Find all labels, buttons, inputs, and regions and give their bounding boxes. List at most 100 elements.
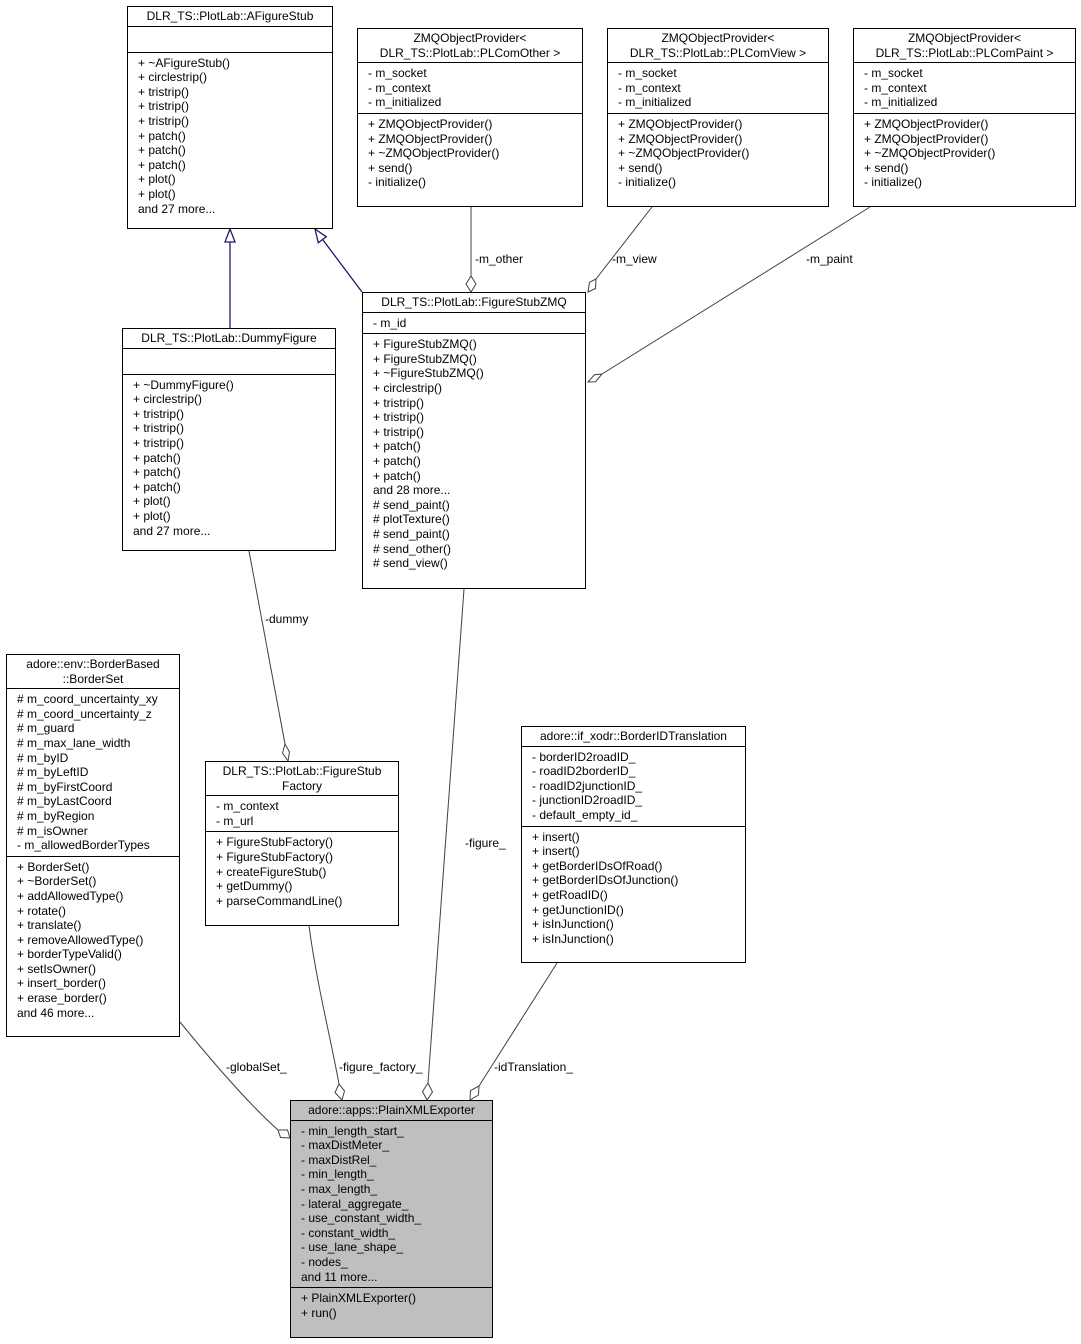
edge-label-globalset: -globalSet_	[226, 1060, 287, 1074]
class-title-line: DLR_TS::PlotLab::PLComPaint >	[875, 45, 1054, 60]
class-attribute: - m_context	[618, 80, 681, 95]
class-attribute: - maxDistRel_	[301, 1152, 377, 1167]
class-method: + removeAllowedType()	[17, 932, 144, 947]
class-attributes: - m_id	[363, 313, 585, 335]
class-title-line: ZMQObjectProvider<	[907, 31, 1022, 45]
class-attributes: - m_socket- m_context- m_initialized	[608, 63, 828, 114]
class-attribute: # m_coord_uncertainty_xy	[17, 692, 158, 707]
class-method: + patch()	[373, 439, 421, 454]
class-method: + tristrip()	[373, 395, 424, 410]
class-plainxmlexporter[interactable]: adore::apps::PlainXMLExporter- min_lengt…	[290, 1100, 493, 1338]
class-method: + patch()	[373, 453, 421, 468]
class-attribute: - nodes_	[301, 1254, 348, 1269]
inheritance-dummyfigure-afigurestub	[224, 227, 236, 328]
class-method: + tristrip()	[138, 113, 189, 128]
class-method: + circlestrip()	[373, 380, 443, 395]
class-method: + run()	[301, 1305, 337, 1320]
class-method: + plot()	[138, 186, 176, 201]
class-method: + parseCommandLine()	[216, 893, 343, 908]
class-attribute: - default_empty_id_	[532, 807, 638, 822]
class-method: + patch()	[133, 479, 181, 494]
class-attribute: - m_socket	[618, 66, 677, 81]
class-attributes: - m_context- m_url	[206, 796, 398, 833]
class-method: + tristrip()	[133, 406, 184, 421]
class-method: + ~FigureStubZMQ()	[373, 366, 484, 381]
class-title-line: ZMQObjectProvider<	[661, 31, 775, 45]
class-method: + tristrip()	[133, 421, 184, 436]
class-borderset[interactable]: adore::env::BorderBased::BorderSet# m_co…	[6, 654, 180, 1037]
class-zmq-object-provider-plcomother[interactable]: ZMQObjectProvider<DLR_TS::PlotLab::PLCom…	[357, 28, 583, 207]
class-attribute: - junctionID2roadID_	[532, 793, 643, 808]
class-title-line: DLR_TS::PlotLab::PLComOther >	[379, 45, 561, 60]
class-method: + FigureStubFactory()	[216, 835, 334, 850]
class-methods: + insert()+ insert()+ getBorderIDsOfRoad…	[522, 827, 745, 950]
class-attribute: - use_constant_width_	[301, 1211, 422, 1226]
edge-label-m-other: -m_other	[475, 252, 524, 266]
class-attribute: - maxDistMeter_	[301, 1138, 390, 1153]
class-title-line: ::BorderSet	[62, 671, 124, 686]
edge-label-idtranslation: -idTranslation_	[494, 1060, 573, 1074]
class-title-line: Factory	[281, 778, 322, 793]
class-afigurestub[interactable]: DLR_TS::PlotLab::AFigureStub+ ~AFigureSt…	[127, 6, 333, 229]
class-attribute: - m_socket	[864, 66, 923, 81]
association-m-paint	[586, 206, 871, 383]
class-method: + tristrip()	[138, 99, 189, 114]
class-method: + PlainXMLExporter()	[301, 1291, 417, 1306]
class-attribute: - min_length_	[301, 1167, 374, 1182]
class-attribute: - constant_width_	[301, 1225, 396, 1240]
class-method: + plot()	[138, 172, 176, 187]
class-method: + send()	[864, 160, 909, 175]
class-method: + getJunctionID()	[532, 902, 624, 917]
class-method: + send()	[618, 160, 663, 175]
class-attribute: # m_byLeftID	[17, 765, 89, 780]
class-dummyfigure[interactable]: DLR_TS::PlotLab::DummyFigure+ ~DummyFigu…	[122, 328, 336, 551]
class-method: + borderTypeValid()	[17, 947, 122, 962]
class-title: DLR_TS::PlotLab::DummyFigure	[123, 329, 335, 349]
class-attributes: - m_socket- m_context- m_initialized	[358, 63, 582, 114]
class-attribute: # m_guard	[17, 721, 75, 736]
class-attribute: - m_context	[368, 80, 431, 95]
class-method: + FigureStubZMQ()	[373, 351, 477, 366]
class-method: + isInJunction()	[532, 917, 614, 932]
class-methods: + ~AFigureStub()+ circlestrip()+ tristri…	[128, 53, 332, 220]
class-attribute: - m_url	[216, 813, 254, 828]
class-method: + FigureStubZMQ()	[373, 337, 477, 352]
class-zmq-object-provider-plcompaint[interactable]: ZMQObjectProvider<DLR_TS::PlotLab::PLCom…	[853, 28, 1076, 207]
association-globalset	[179, 1021, 291, 1139]
class-method: - initialize()	[368, 175, 427, 190]
association-figure-factory	[308, 925, 346, 1101]
class-method: and 27 more...	[133, 523, 211, 538]
class-method: + plot()	[133, 508, 171, 523]
class-attributes: - m_socket- m_context- m_initialized	[854, 63, 1075, 114]
class-attribute: - m_context	[216, 799, 279, 814]
class-zmq-object-provider-plcomview[interactable]: ZMQObjectProvider<DLR_TS::PlotLab::PLCom…	[607, 28, 829, 207]
association-figure	[421, 588, 465, 1101]
class-borderidtranslation[interactable]: adore::if_xodr::BorderIDTranslation- bor…	[521, 726, 746, 963]
class-methods: + ZMQObjectProvider()+ ZMQObjectProvider…	[854, 114, 1075, 193]
class-title: adore::apps::PlainXMLExporter	[291, 1101, 492, 1121]
class-method: + patch()	[138, 128, 186, 143]
class-attribute: # m_isOwner	[17, 823, 88, 838]
edge-label-dummy: -dummy	[265, 612, 309, 626]
class-method: + ~ZMQObjectProvider()	[368, 146, 500, 161]
class-attribute: # m_byLastCoord	[17, 794, 112, 809]
class-figurestubzmq[interactable]: DLR_TS::PlotLab::FigureStubZMQ- m_id+ Fi…	[362, 292, 586, 589]
class-attribute: - use_lane_shape_	[301, 1240, 404, 1255]
class-method: and 46 more...	[17, 1005, 95, 1020]
class-method: - initialize()	[618, 175, 677, 190]
class-method: + createFigureStub()	[216, 864, 327, 879]
class-title: ZMQObjectProvider<DLR_TS::PlotLab::PLCom…	[608, 29, 828, 64]
class-attribute: # m_coord_uncertainty_z	[17, 706, 152, 721]
class-attributes: - borderID2roadID_- roadID2borderID_- ro…	[522, 747, 745, 827]
class-method: + ~AFigureStub()	[138, 55, 231, 70]
class-method: + insert_border()	[17, 976, 107, 991]
class-method: + patch()	[373, 468, 421, 483]
class-methods: + ZMQObjectProvider()+ ZMQObjectProvider…	[358, 114, 582, 193]
class-attribute: and 11 more...	[301, 1269, 378, 1284]
class-title: ZMQObjectProvider<DLR_TS::PlotLab::PLCom…	[854, 29, 1075, 64]
class-method: + ZMQObjectProvider()	[368, 116, 493, 131]
class-method: + tristrip()	[138, 84, 189, 99]
class-attribute: - min_length_start_	[301, 1123, 404, 1138]
